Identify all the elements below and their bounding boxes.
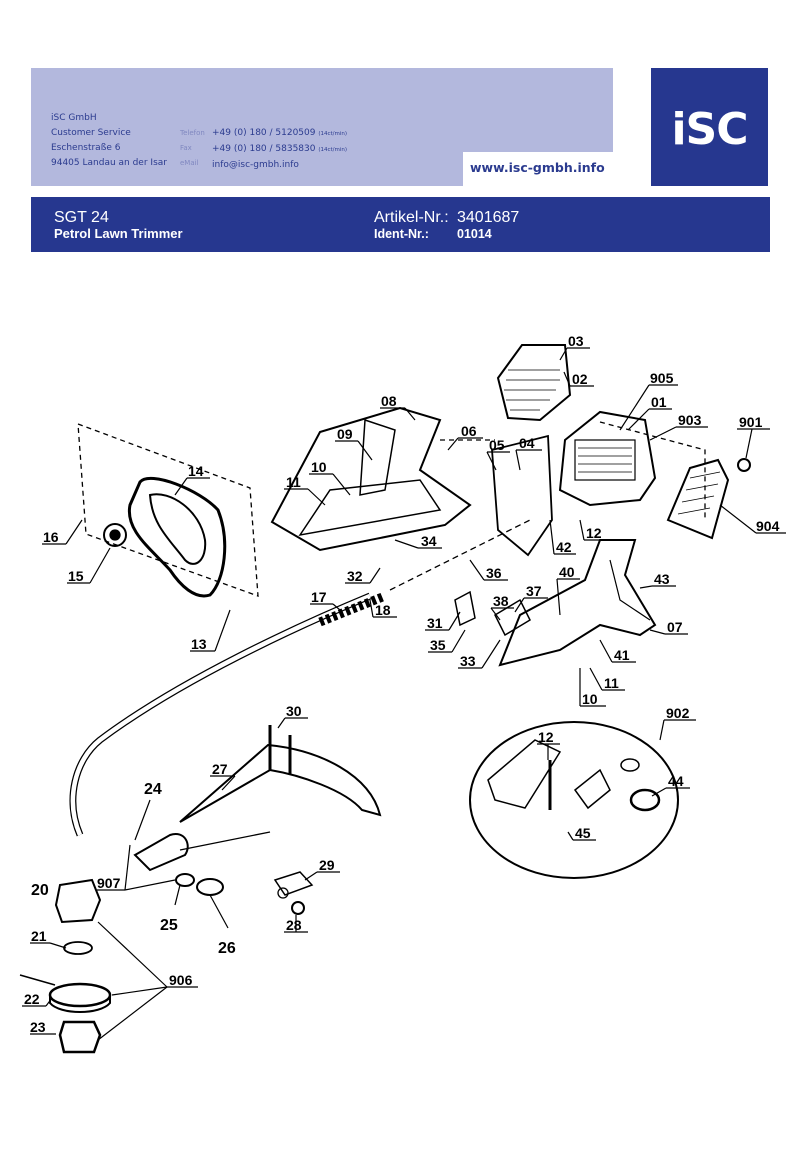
url-box xyxy=(463,152,613,186)
callout-32: 32 xyxy=(347,568,363,584)
callout-14: 14 xyxy=(188,463,204,479)
product-title-bar xyxy=(31,197,770,252)
bump-knob-part xyxy=(58,1020,102,1054)
contact-values: +49 (0) 180 / 5120509 (14ct/min) +49 (0)… xyxy=(212,126,347,173)
callout-904: 904 xyxy=(756,518,780,534)
callout-10: 10 xyxy=(311,459,327,475)
callout-21: 21 xyxy=(31,928,47,944)
callout-11: 11 xyxy=(286,474,301,490)
blade-guard-part xyxy=(179,743,382,823)
callout-22: 22 xyxy=(24,991,40,1007)
callout-37: 37 xyxy=(526,583,542,599)
fax-note: (14ct/min) xyxy=(318,147,348,153)
callout-40: 40 xyxy=(559,564,575,580)
clip-part xyxy=(273,871,314,896)
callout-01: 01 xyxy=(651,394,667,410)
company-address: iSC GmbH Customer Service Eschenstraße 6… xyxy=(51,111,167,171)
callout-38: 38 xyxy=(493,593,509,609)
lower-bracket-part xyxy=(498,539,657,667)
department: Customer Service xyxy=(51,128,131,138)
engine-block-part xyxy=(558,410,657,507)
company-name: iSC GmbH xyxy=(51,113,97,123)
callout-35: 35 xyxy=(430,637,446,653)
ident-number: 01014 xyxy=(457,227,492,241)
cover-plate-part xyxy=(491,434,553,557)
callout-41: 41 xyxy=(614,647,630,663)
callout-33: 33 xyxy=(460,653,476,669)
callout-12b: 12 xyxy=(538,729,554,745)
ident-label: Ident-Nr.: xyxy=(374,227,429,241)
detail-circle xyxy=(469,721,679,879)
callout-23: 23 xyxy=(30,1019,46,1035)
engine-housing-part xyxy=(270,406,472,552)
washer-part xyxy=(196,878,224,896)
callout-05: 05 xyxy=(489,437,505,453)
fuel-cap-part xyxy=(629,788,661,812)
callout-905: 905 xyxy=(650,370,674,386)
callout-903: 903 xyxy=(678,412,702,428)
contact-labels: Telefon Fax eMail xyxy=(180,126,205,171)
callout-906: 906 xyxy=(169,972,193,988)
callout-25: 25 xyxy=(160,917,178,934)
callout-34: 34 xyxy=(421,533,437,549)
callout-07: 07 xyxy=(667,619,683,635)
spool-cap-part xyxy=(54,878,102,924)
handle-frame xyxy=(77,423,259,597)
brand-logo-box xyxy=(651,68,768,186)
muffler-part xyxy=(666,458,730,540)
callout-10b: 10 xyxy=(582,691,598,707)
callout-06: 06 xyxy=(461,423,477,439)
callout-17: 17 xyxy=(311,589,327,605)
website-link[interactable]: www.isc-gmbh.info xyxy=(470,160,605,175)
callout-03: 03 xyxy=(568,333,584,349)
brand-logo: iSC xyxy=(671,104,748,155)
callout-45: 45 xyxy=(575,825,591,841)
callout-26: 26 xyxy=(218,940,236,957)
callout-09: 09 xyxy=(337,426,353,442)
callout-28: 28 xyxy=(286,917,302,933)
callout-902: 902 xyxy=(666,705,690,721)
article-label: Artikel-Nr.: xyxy=(374,209,449,226)
phone-note: (14ct/min) xyxy=(318,131,348,137)
callout-44: 44 xyxy=(668,773,684,789)
callout-15: 15 xyxy=(68,568,84,584)
product-name: Petrol Lawn Trimmer xyxy=(54,226,183,241)
city: 94405 Landau an der Isar xyxy=(51,158,167,168)
handle-loop-part xyxy=(127,476,227,598)
callout-04: 04 xyxy=(519,435,535,451)
email-address[interactable]: info@isc-gmbh.info xyxy=(212,160,299,170)
callout-11b: 11 xyxy=(604,675,619,691)
callout-36: 36 xyxy=(486,565,502,581)
street: Eschenstraße 6 xyxy=(51,143,121,153)
phone-number: +49 (0) 180 / 5120509 xyxy=(212,128,316,138)
callout-30: 30 xyxy=(286,703,302,719)
fax-number: +49 (0) 180 / 5835830 xyxy=(212,144,316,154)
fax-label: Fax xyxy=(180,144,192,152)
callout-08: 08 xyxy=(381,393,397,409)
callout-12: 12 xyxy=(586,525,602,541)
air-cover-part xyxy=(496,344,572,422)
exploded-parts-diagram: 03 02 905 01 903 901 08 09 06 05 04 10 1… xyxy=(19,333,786,1054)
email-label: eMail xyxy=(180,159,199,167)
callout-02: 02 xyxy=(572,371,588,387)
callout-901: 901 xyxy=(739,414,763,430)
guard-bracket-part xyxy=(133,833,189,872)
callout-16: 16 xyxy=(43,529,59,545)
callout-18: 18 xyxy=(375,602,391,618)
callout-27: 27 xyxy=(212,761,228,777)
callout-13: 13 xyxy=(191,636,207,652)
callout-31: 31 xyxy=(427,615,443,631)
callout-43: 43 xyxy=(654,571,670,587)
handle-knob-part xyxy=(103,523,127,547)
article-number: 3401687 xyxy=(457,209,520,226)
callout-42: 42 xyxy=(556,539,572,555)
callout-24: 24 xyxy=(144,781,162,798)
spool-part xyxy=(48,982,112,1008)
model-number: SGT 24 xyxy=(54,209,109,226)
callout-29: 29 xyxy=(319,857,335,873)
phone-label: Telefon xyxy=(180,129,205,137)
callout-20: 20 xyxy=(31,882,49,899)
callout-907: 907 xyxy=(97,875,121,891)
